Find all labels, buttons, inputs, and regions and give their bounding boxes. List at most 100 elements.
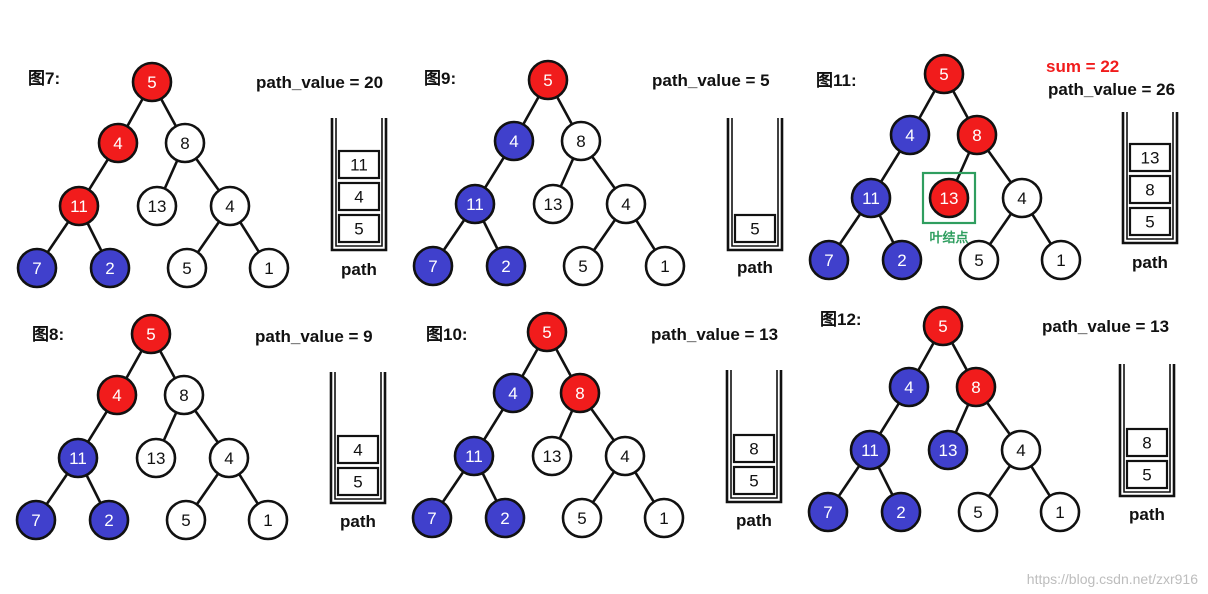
stack-cell: 5 bbox=[733, 213, 777, 244]
tree-node-n5: 5 bbox=[131, 61, 173, 103]
stack-outline bbox=[725, 370, 783, 504]
node-value: 1 bbox=[264, 259, 273, 278]
stack-cell-box bbox=[336, 434, 380, 465]
tree-edge bbox=[589, 407, 616, 442]
node-circle bbox=[485, 245, 527, 287]
tree-edge bbox=[196, 220, 221, 254]
node-circle bbox=[808, 239, 850, 281]
tree-node-n1: 1 bbox=[248, 247, 290, 289]
tree-node-n4b: 4 bbox=[1000, 429, 1042, 471]
node-value: 8 bbox=[180, 134, 189, 153]
node-value: 1 bbox=[659, 509, 668, 528]
stack-cell-value: 11 bbox=[350, 156, 368, 175]
node-value: 4 bbox=[904, 378, 913, 397]
tree-edge bbox=[1031, 213, 1052, 245]
node-value: 13 bbox=[544, 195, 563, 214]
node-circle bbox=[605, 183, 647, 225]
tree-node-n1: 1 bbox=[644, 245, 686, 287]
node-circle bbox=[927, 429, 969, 471]
tree-node-n13: 13 bbox=[927, 429, 969, 471]
path-value-label: path_value = 26 bbox=[1048, 80, 1175, 99]
stack-cell-box bbox=[1128, 174, 1172, 205]
node-circle bbox=[131, 61, 173, 103]
node-circle bbox=[89, 247, 131, 289]
tree-node-n4b: 4 bbox=[1001, 177, 1043, 219]
stack-label: path bbox=[1132, 253, 1168, 272]
stack-cell: 4 bbox=[336, 434, 380, 465]
stack-cell: 13 bbox=[1128, 142, 1172, 173]
node-value: 4 bbox=[620, 447, 629, 466]
tree-node-n13: 13 bbox=[531, 435, 573, 477]
node-circle bbox=[560, 120, 602, 162]
tree-node-n13: 13 bbox=[136, 185, 178, 227]
node-circle bbox=[1000, 429, 1042, 471]
node-circle bbox=[957, 491, 999, 533]
node-circle bbox=[15, 499, 57, 541]
tree-node-n7: 7 bbox=[15, 499, 57, 541]
node-value: 1 bbox=[1055, 503, 1064, 522]
node-value: 5 bbox=[938, 317, 947, 336]
tree-edge bbox=[87, 158, 110, 191]
stack-label: path bbox=[340, 512, 376, 531]
node-value: 2 bbox=[105, 259, 114, 278]
tree-edge bbox=[986, 149, 1013, 184]
tree-edges bbox=[442, 95, 656, 252]
tree-node-n4b: 4 bbox=[209, 185, 251, 227]
tree-edges bbox=[837, 341, 1051, 498]
leaf-label: 叶结点 bbox=[929, 230, 968, 245]
stack-cell: 8 bbox=[1128, 174, 1172, 205]
node-circle bbox=[454, 183, 496, 225]
node-value: 4 bbox=[112, 386, 121, 405]
node-circle bbox=[88, 499, 130, 541]
stack-cell-box bbox=[732, 433, 776, 464]
node-value: 13 bbox=[147, 449, 166, 468]
tree-edge bbox=[441, 471, 465, 503]
node-circle bbox=[850, 177, 892, 219]
path-value-label: path_value = 13 bbox=[1042, 317, 1169, 336]
tree-edge bbox=[951, 90, 970, 119]
tree-edge bbox=[591, 470, 616, 504]
node-value: 1 bbox=[1056, 251, 1065, 270]
tree-node-n8: 8 bbox=[163, 374, 205, 416]
stack-cell-value: 5 bbox=[353, 473, 362, 492]
stack-cell: 11 bbox=[337, 149, 381, 180]
node-value: 5 bbox=[578, 257, 587, 276]
tree-node-n11: 11 bbox=[58, 185, 100, 227]
node-circle bbox=[880, 491, 922, 533]
node-circle bbox=[16, 247, 58, 289]
node-value: 7 bbox=[31, 511, 40, 530]
node-circle bbox=[531, 435, 573, 477]
path-value-label: path_value = 13 bbox=[651, 325, 778, 344]
tree-node-n11: 11 bbox=[849, 429, 891, 471]
tree-node-n2: 2 bbox=[484, 497, 526, 539]
node-value: 11 bbox=[465, 447, 483, 466]
tree-node-n2: 2 bbox=[880, 491, 922, 533]
node-value: 5 bbox=[939, 65, 948, 84]
node-circle bbox=[492, 372, 534, 414]
node-value: 2 bbox=[104, 511, 113, 530]
tree-edge bbox=[46, 221, 70, 253]
tree-edge bbox=[635, 219, 656, 251]
node-value: 4 bbox=[1016, 441, 1025, 460]
node-circle bbox=[956, 114, 998, 156]
stack-outline bbox=[329, 372, 387, 505]
stack-inner-outline bbox=[1123, 364, 1171, 493]
tree-node-n8: 8 bbox=[956, 114, 998, 156]
tree-node-n2: 2 bbox=[88, 499, 130, 541]
tree-edge bbox=[159, 98, 178, 127]
path-stack: 85 bbox=[1118, 364, 1176, 498]
tree-edge bbox=[879, 150, 902, 183]
node-value: 7 bbox=[824, 251, 833, 270]
node-value: 13 bbox=[940, 189, 959, 208]
tree-edge bbox=[195, 472, 220, 506]
node-circle bbox=[955, 366, 997, 408]
stack-outline bbox=[726, 118, 784, 252]
node-circle bbox=[644, 245, 686, 287]
tree-node-n5b: 5 bbox=[958, 239, 1000, 281]
panel-title: 图8: bbox=[32, 325, 64, 344]
stack-cell: 5 bbox=[1128, 206, 1172, 237]
